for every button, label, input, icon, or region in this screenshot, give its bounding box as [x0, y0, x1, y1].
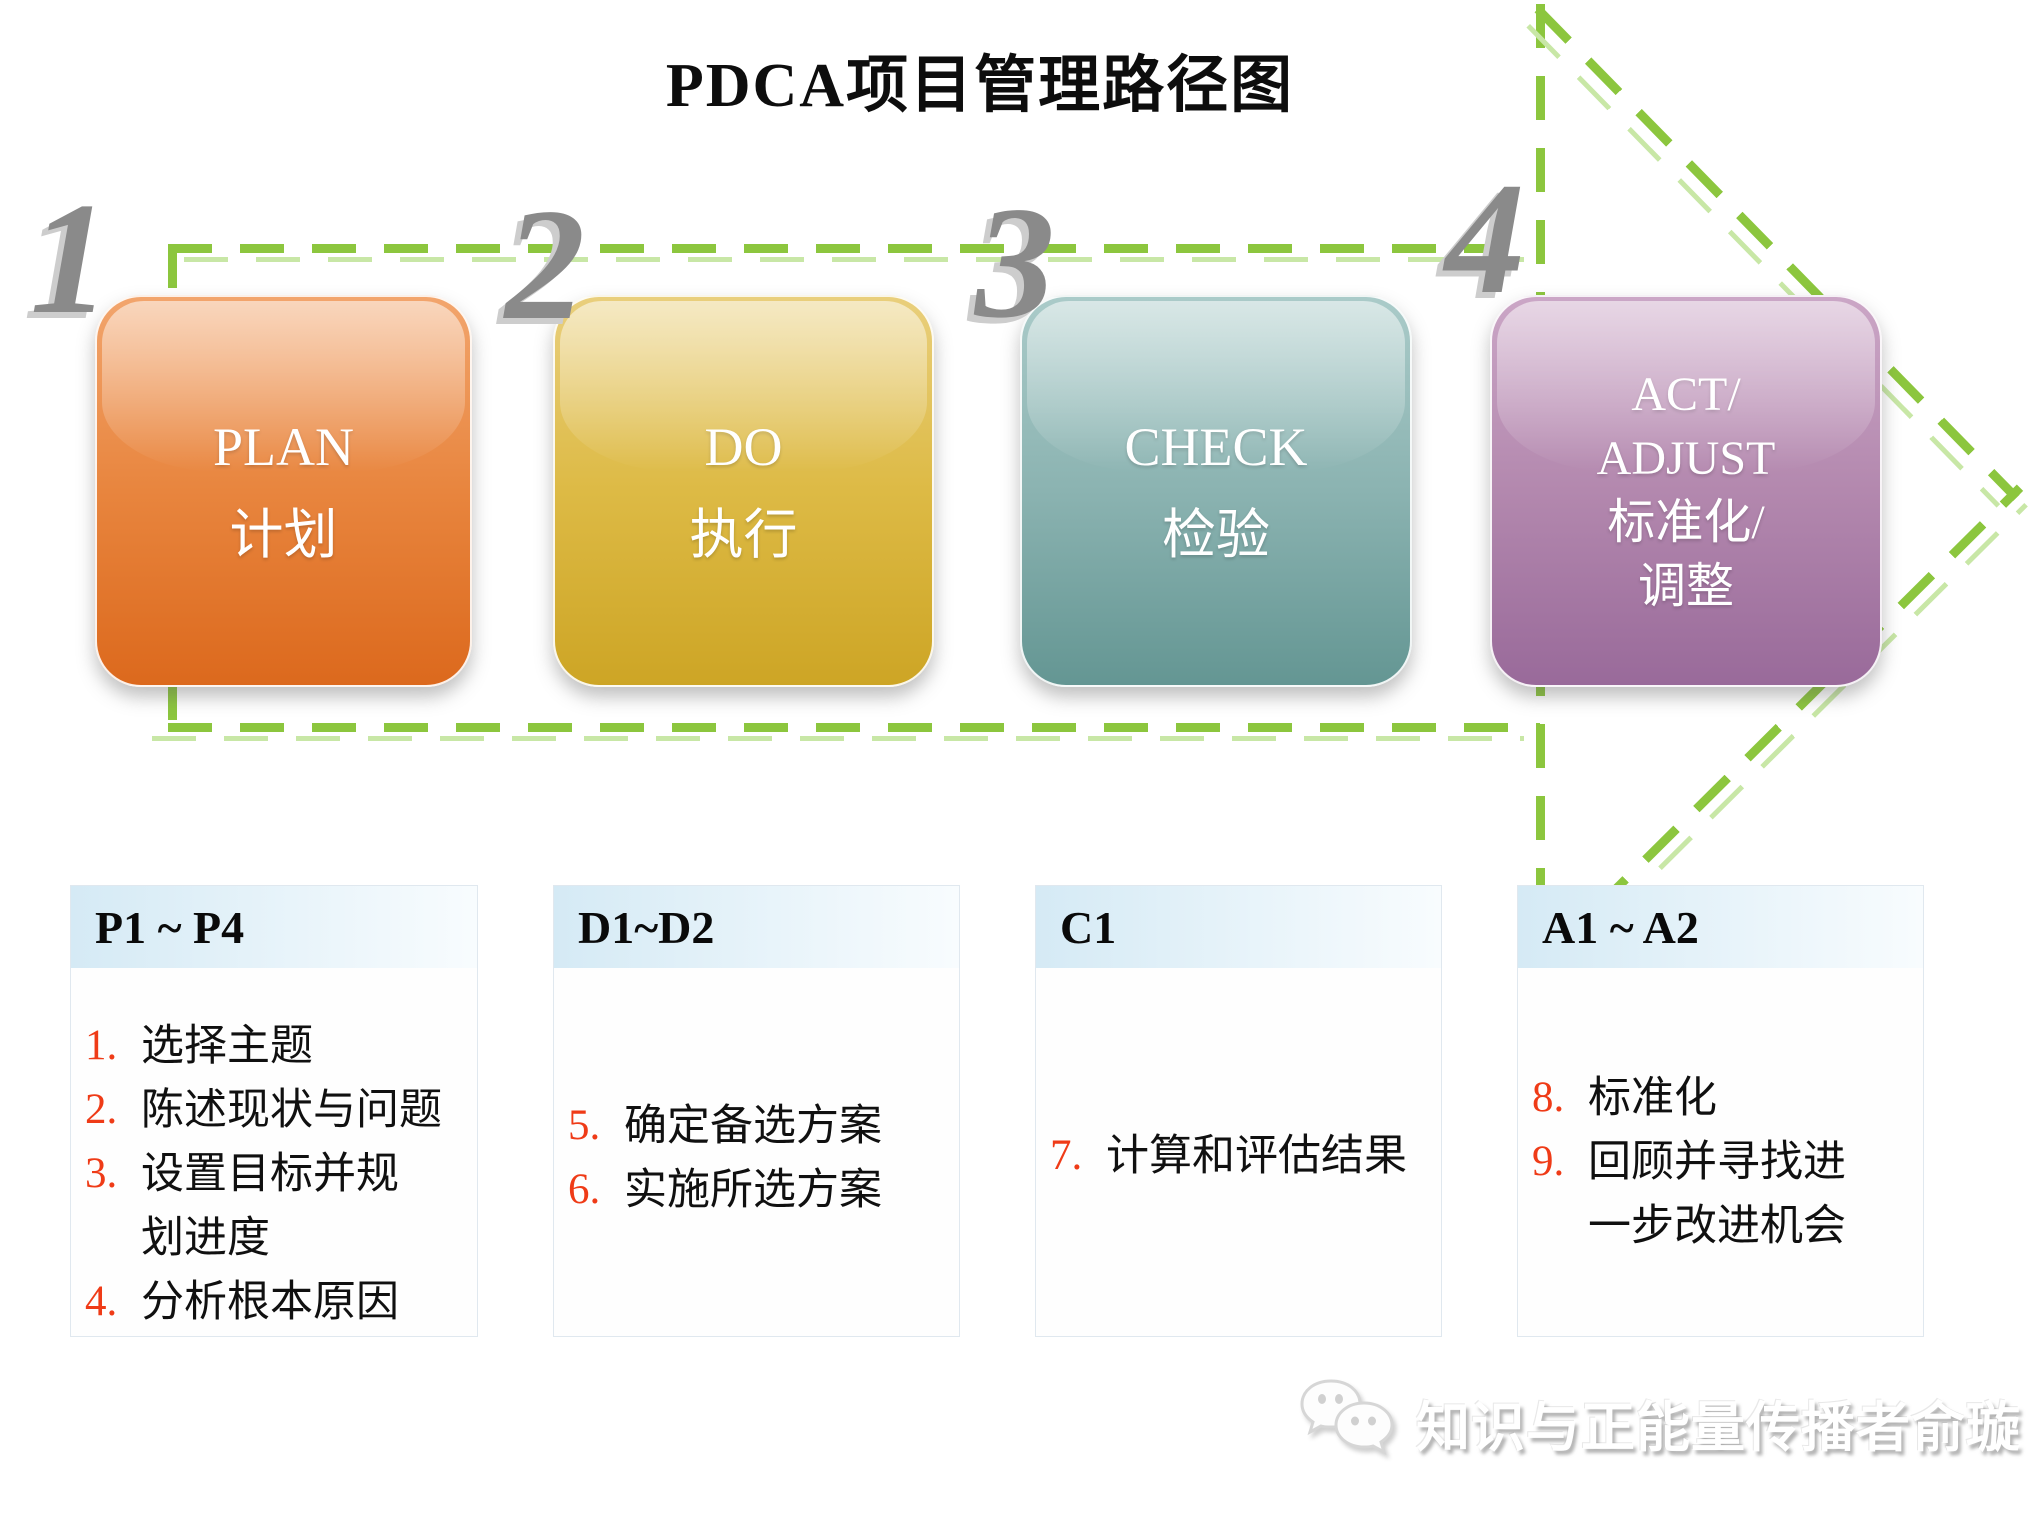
step-box-act-adjust: ACT/ADJUST 标准化/调整 [1490, 295, 1882, 687]
list-item: 9. 回顾并寻找进一步改进机会 [1532, 1130, 1913, 1258]
box-label-line: 检验 [1161, 505, 1270, 565]
list-item-text: 设置目标并规划进度 [141, 1142, 399, 1270]
box-label-line: 调整 [1637, 559, 1734, 613]
step-box-check-label: CHECK 检验 [1124, 419, 1307, 563]
phase-card-act: A1 ~ A2 8. 标准化 9. 回顾并寻找进一步改进机会 [1517, 885, 1924, 1337]
card-header-plan: P1 ~ P4 [71, 886, 477, 968]
list-item: 5. 确定备选方案 [568, 1094, 949, 1158]
list-item-text-line: 实施所选方案 [624, 1166, 882, 1214]
list-item-text-line: 分析根本原因 [141, 1278, 399, 1326]
list-item-text-line: 确定备选方案 [624, 1102, 882, 1150]
box-label-line: 标准化/ [1607, 496, 1765, 549]
step-box-do-label: DO 执行 [690, 419, 798, 563]
list-item-text: 确定备选方案 [624, 1094, 882, 1158]
page-title: PDCA项目管理路径图 [665, 52, 1295, 120]
list-item-number: 2. [85, 1086, 118, 1133]
step-number-4: 4 [1445, 149, 1525, 327]
box-label-line: 计划 [229, 505, 338, 565]
dashed-line-bottom-highlight [152, 736, 1524, 741]
list-item-text-line: 选择主题 [141, 1022, 313, 1070]
box-label-line: DO [704, 416, 783, 477]
list-item-text-line: 划进度 [141, 1214, 270, 1262]
step-number-1: 1 [30, 169, 110, 347]
card-body-check: 7. 计算和评估结果 [1036, 968, 1441, 1188]
list-item-number: 4. [85, 1278, 118, 1325]
dashed-line-top-highlight [184, 257, 1540, 262]
phase-card-plan: P1 ~ P4 1. 选择主题 2. 陈述现状与问题 3. 设置目标并规划进度 4. 分析根本… [70, 885, 478, 1337]
phase-card-check: C1 7. 计算和评估结果 [1035, 885, 1442, 1337]
list-item-text: 选择主题 [141, 1014, 313, 1078]
list-item-number: 1. [85, 1022, 118, 1069]
dashed-line-top [168, 244, 1540, 253]
list-item: 8. 标准化 [1532, 1066, 1913, 1130]
step-box-check: CHECK 检验 [1020, 295, 1412, 687]
card-body-do: 5. 确定备选方案 6. 实施所选方案 [554, 968, 959, 1222]
step-box-plan: PLAN 计划 [95, 295, 472, 687]
step-box-act-adjust-label: ACT/ADJUST 标准化/调整 [1597, 370, 1776, 612]
watermark-text: 知识与正能量传播者俞璇 [1416, 1398, 2021, 1458]
list-item-text: 分析根本原因 [141, 1270, 399, 1334]
dashed-line-bottom [168, 723, 1540, 732]
box-label-line: 执行 [689, 505, 798, 565]
list-item-text-line: 标准化 [1588, 1074, 1717, 1122]
list-item-text-line: 计算和评估结果 [1106, 1132, 1407, 1180]
box-label-line: ACT/ [1631, 368, 1741, 422]
list-item: 6. 实施所选方案 [568, 1158, 949, 1222]
step-box-plan-label: PLAN 计划 [213, 419, 354, 563]
list-item-text-line: 设置目标并规 [141, 1150, 399, 1198]
list-item-number: 6. [568, 1166, 601, 1213]
step-box-do: DO 执行 [553, 295, 934, 687]
card-body-act: 8. 标准化 9. 回顾并寻找进一步改进机会 [1518, 968, 1923, 1258]
box-label-line: PLAN [212, 416, 354, 477]
list-item-text: 计算和评估结果 [1106, 1124, 1407, 1188]
list-item-text: 实施所选方案 [624, 1158, 882, 1222]
list-item-number: 5. [568, 1102, 601, 1149]
list-item: 4. 分析根本原因 [85, 1270, 467, 1334]
list-item-number: 9. [1532, 1138, 1565, 1185]
list-item: 3. 设置目标并规划进度 [85, 1142, 467, 1270]
list-item-text-line: 一步改进机会 [1588, 1202, 1846, 1250]
card-header-check: C1 [1036, 886, 1441, 968]
list-item: 2. 陈述现状与问题 [85, 1078, 467, 1142]
list-item-number: 8. [1532, 1074, 1565, 1121]
step-number-2: 2 [505, 175, 585, 353]
list-item-text: 标准化 [1588, 1066, 1717, 1130]
list-item: 7. 计算和评估结果 [1050, 1124, 1431, 1188]
list-item-text-line: 陈述现状与问题 [141, 1086, 442, 1134]
card-header-act: A1 ~ A2 [1518, 886, 1923, 968]
list-item-text-line: 回顾并寻找进 [1588, 1138, 1846, 1186]
list-item-number: 7. [1050, 1132, 1083, 1179]
step-number-3: 3 [975, 173, 1055, 351]
watermark: 知识与正能量传播者俞璇 [1298, 1378, 2021, 1467]
card-header-do: D1~D2 [554, 886, 959, 968]
list-item-text: 回顾并寻找进一步改进机会 [1588, 1130, 1846, 1258]
box-label-line: CHECK [1124, 416, 1308, 477]
phase-card-do: D1~D2 5. 确定备选方案 6. 实施所选方案 [553, 885, 960, 1337]
card-body-plan: 1. 选择主题 2. 陈述现状与问题 3. 设置目标并规划进度 4. 分析根本原因 [71, 968, 477, 1334]
wechat-icon [1298, 1378, 1402, 1467]
list-item-text: 陈述现状与问题 [141, 1078, 442, 1142]
list-item-number: 3. [85, 1150, 118, 1197]
box-label-line: ADJUST [1596, 432, 1776, 486]
list-item: 1. 选择主题 [85, 1014, 467, 1078]
